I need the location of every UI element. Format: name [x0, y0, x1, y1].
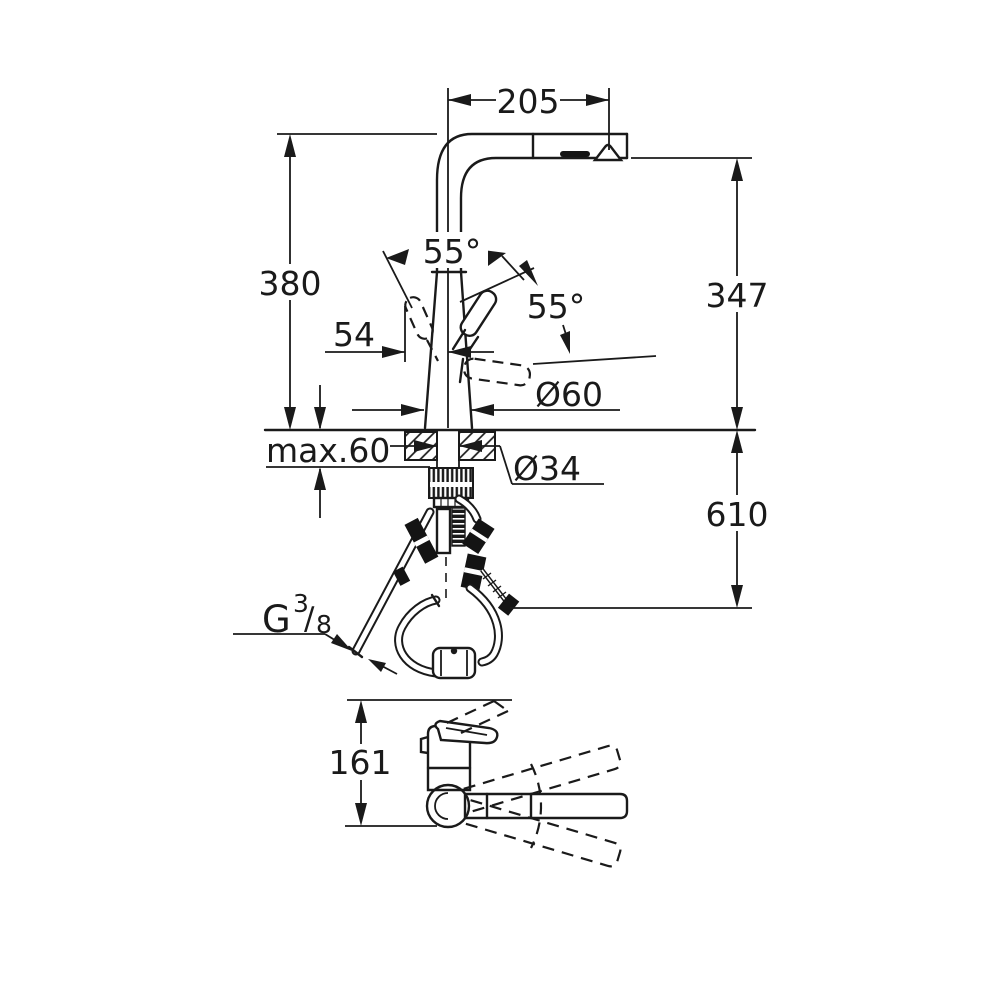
- angle-label-side: 55°: [527, 287, 586, 326]
- dim-outlet-height-347: 347: [631, 157, 769, 430]
- dim-side-height-161: 161: [329, 699, 512, 827]
- dim-label-side-height: 161: [329, 743, 392, 782]
- dim-label-outlet-height: 347: [706, 276, 769, 315]
- swivel-base-inner-arc: [434, 792, 449, 820]
- dim-base-diameter: Ø60: [352, 375, 620, 416]
- side-lever-up-dash-1: [446, 700, 495, 724]
- dim-height-380: 380: [258, 133, 437, 430]
- dim-below-counter-610: 610: [510, 430, 769, 609]
- front-view: 205 380 347 610: [233, 82, 769, 680]
- side-view: 161: [329, 699, 629, 868]
- supply-hose-ring: [392, 566, 411, 586]
- mounting-nut-band: [430, 482, 472, 487]
- supply-hose-end-cap: [347, 645, 364, 659]
- dim-label-max-thickness: max.60: [266, 431, 390, 470]
- spray-hose-right-fill: [467, 585, 501, 665]
- swivel-range-upper: [463, 744, 622, 813]
- hose-connector-upper: [462, 518, 495, 555]
- dim-hole-diameter: Ø34: [390, 440, 604, 488]
- threaded-rod: [435, 507, 452, 555]
- side-spout-arm: [463, 792, 629, 820]
- lever-handle-solid: [459, 289, 498, 338]
- hose-guide-spring: [451, 507, 466, 547]
- swivel-arc: [530, 763, 543, 849]
- under-counter-assembly: [347, 467, 520, 680]
- spray-outlet-nozzle: [592, 143, 624, 162]
- lever-down-attach-tick: [458, 357, 465, 384]
- spout-outer-edge: [435, 132, 629, 274]
- dim-label-reach: 205: [497, 82, 560, 121]
- hose-end-tick: [430, 593, 441, 608]
- angle-label-top: 55°: [423, 232, 482, 271]
- supply-hose-connector: [404, 517, 439, 564]
- spout-inner-edge: [459, 156, 629, 274]
- lever-handle-dashed-left: [404, 296, 434, 340]
- spray-hose-left-fill: [396, 597, 439, 676]
- label-thread-g38: G 3 / 8: [233, 589, 398, 675]
- body-left-detail: [419, 735, 429, 755]
- thread-denominator: 8: [316, 610, 332, 639]
- swivel-base-circle: [425, 783, 471, 829]
- side-lever-up-cap: [493, 700, 509, 712]
- swivel-range-lower: [463, 799, 622, 868]
- dim-label-base-diameter: Ø60: [535, 375, 603, 414]
- angle-55-top: 55°: [382, 232, 538, 309]
- lever-stem-line-1: [451, 328, 467, 351]
- hose-connector-lower: [460, 553, 487, 591]
- dim-label-height-total: 380: [259, 264, 322, 303]
- dim-label-offset: 54: [333, 315, 375, 354]
- thread-numerator: 3: [293, 589, 309, 618]
- handle-positions: [404, 289, 532, 387]
- side-faucet-outline: [419, 700, 629, 868]
- dim-label-hole-diameter: Ø34: [513, 449, 581, 488]
- side-lever-up-dash-2: [460, 710, 509, 734]
- weight-clip-dot: [450, 647, 458, 655]
- lever-dashed-stem: [426, 339, 439, 362]
- spray-head-clip: [560, 151, 590, 157]
- thread-slash: /: [304, 601, 315, 637]
- angle-55-side: 55°: [524, 287, 657, 365]
- lever-handle-dashed-down: [462, 357, 532, 387]
- hose-bend-fill: [456, 496, 480, 522]
- dim-max-thickness: max.60: [266, 385, 430, 518]
- dim-reach-205: 205: [448, 82, 610, 150]
- dim-offset-54: 54: [325, 306, 494, 362]
- thread-prefix: G: [262, 598, 291, 641]
- dim-label-below-counter: 610: [706, 495, 769, 534]
- fixing-screw: [480, 568, 520, 616]
